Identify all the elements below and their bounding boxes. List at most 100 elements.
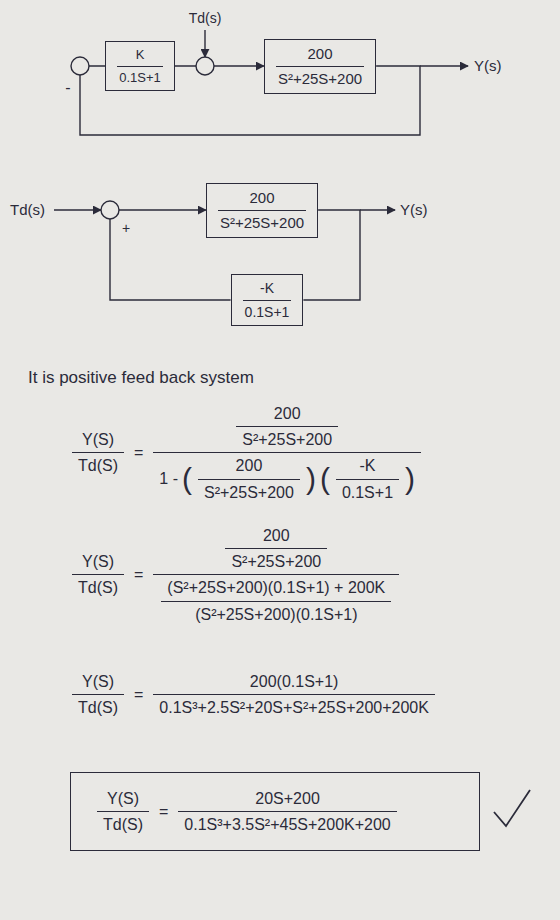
denominator: S²+25S+200 (225, 549, 327, 571)
denominator-text: S²+25S+200 (276, 67, 364, 88)
summing-junction (196, 57, 214, 75)
numerator: 200S²+25S+200 (153, 526, 399, 575)
fraction: Y(S) Td(S) (72, 672, 124, 717)
signal-name: Td(s) (10, 201, 45, 219)
equation-term: -K (359, 456, 375, 475)
fraction: Y(S) Td(S) (72, 552, 124, 597)
answer-box: Y(S) Td(S) = 20S+200 0.1S³+3.5S²+45S+200K+20… (70, 772, 480, 851)
equation-term: 200(0.1S+1) (250, 672, 339, 691)
equation-term: Y(S) (82, 552, 114, 571)
equation-term: 200 (236, 456, 263, 475)
denominator-text: 0.1S+1 (243, 301, 292, 321)
note-text: It is positive feed back system (28, 368, 254, 388)
denominator: Td(S) (72, 453, 124, 475)
signal-name: Y(s) (474, 57, 502, 75)
denominator: 0.1S+1 (336, 480, 399, 502)
equation-term: 0.1S³+3.5S²+45S+200K+200 (184, 815, 390, 834)
equation-term: Td(S) (78, 578, 118, 597)
numerator-text: 200 (218, 189, 306, 211)
denominator: 0.1S³+3.5S²+45S+200K+200 (178, 812, 396, 834)
equation-row: Y(S)Td(S)=200S²+25S+2001 -(200S²+25S+200… (70, 404, 423, 502)
plant-block: 200S²+25S+200 (264, 39, 376, 94)
numerator: Y(S) (72, 672, 124, 695)
bracket: ) (405, 464, 415, 494)
fraction: 20S+200 0.1S³+3.5S²+45S+200K+200 (178, 789, 396, 834)
numerator: (S²+25S+200)(0.1S+1) + 200K (161, 578, 391, 601)
equation-term: Y(S) (107, 789, 139, 808)
equation-term: Td(S) (78, 698, 118, 717)
denominator: S²+25S+200 (236, 427, 338, 449)
numerator: Y(S) (72, 430, 124, 453)
sign-mark: + (122, 220, 130, 237)
sign-mark: - (65, 78, 70, 97)
numerator: 200(0.1S+1) (153, 672, 435, 695)
equation-term: Td(S) (78, 456, 118, 475)
equation-term: Y(S) (82, 430, 114, 449)
equation-term: S²+25S+200 (242, 430, 332, 449)
denominator: Td(S) (97, 812, 149, 834)
equation-term: Y(S) (82, 672, 114, 691)
numerator-text: 200 (276, 45, 364, 67)
fraction: 200S²+25S+200 (198, 456, 300, 501)
fraction: (S²+25S+200)(0.1S+1) + 200K (S²+25S+200)(… (161, 578, 391, 623)
numerator-text: -K (243, 280, 292, 301)
denominator: Td(S) (72, 575, 124, 597)
fraction: Y(S) Td(S) (97, 789, 149, 834)
plant-block: 200S²+25S+200 (206, 183, 318, 238)
disturbance-arrow (204, 30, 205, 57)
fraction: -K 0.1S+1 (336, 456, 399, 501)
numerator: 200S²+25S+200 (153, 404, 421, 453)
equation-term: 1 - (159, 469, 178, 488)
denominator-text: S²+25S+200 (218, 211, 306, 232)
equation-term: = (134, 565, 143, 584)
numerator: 20S+200 (178, 789, 396, 812)
output-arrow (420, 65, 468, 66)
equation-term: = (134, 685, 143, 704)
numerator-text: K (117, 47, 163, 67)
equation-row: Y(S) Td(S) = 200S²+25S+200 (S²+25S+200)(0.1S… (70, 526, 401, 624)
signal-name: Y(s) (400, 201, 428, 219)
equation-term: 200 (274, 404, 301, 423)
disturbance-arrow (54, 209, 101, 210)
denominator: (S²+25S+200)(0.1S+1) (161, 602, 391, 624)
signal-name: Td(s) (189, 10, 222, 27)
equation-term: 20S+200 (255, 789, 320, 808)
equation-term: S²+25S+200 (204, 483, 294, 502)
numerator: 200 (225, 526, 327, 549)
numerator: -K (336, 456, 399, 479)
fraction: 200(0.1S+1) 0.1S³+2.5S²+20S+S²+25S+200+20… (153, 672, 435, 717)
denominator: Td(S) (72, 695, 124, 717)
fraction: 200S²+25S+200 (225, 526, 327, 571)
summing-junction (101, 201, 119, 219)
numerator: Y(S) (72, 552, 124, 575)
feedback-block: -K0.1S+1 (231, 274, 304, 327)
summing-junction (71, 57, 89, 75)
numerator: 200 (198, 456, 300, 479)
check-mark (494, 790, 530, 826)
denominator: 1 -(200S²+25S+200)(-K0.1S+1) (153, 453, 421, 501)
signal-line (175, 65, 264, 66)
fraction: 200S²+25S+2001 -(200S²+25S+200)(-K0.1S+1… (153, 404, 421, 502)
equation-term: S²+25S+200 (231, 552, 321, 571)
equation-term: (S²+25S+200)(0.1S+1) + 200K (167, 578, 385, 597)
equation-term: = (134, 443, 143, 462)
bracket: ( (320, 464, 330, 494)
equation-term: Td(S) (103, 815, 143, 834)
denominator: (S²+25S+200)(0.1S+1) + 200K (S²+25S+200)(… (153, 575, 399, 623)
equation-row: Y(S) Td(S) = 200(0.1S+1) 0.1S³+2.5S²+20S+S²+… (70, 672, 437, 717)
controller-block: K0.1S+1 (105, 41, 175, 91)
denominator: S²+25S+200 (198, 480, 300, 502)
fraction: 200S²+25S+200 (S²+25S+200)(0.1S+1) + 200K… (153, 526, 399, 624)
numerator: 200 (236, 404, 338, 427)
bracket: ( (182, 464, 192, 494)
fraction: Y(S) Td(S) (72, 430, 124, 475)
numerator: Y(S) (97, 789, 149, 812)
equation-term: 0.1S+1 (342, 483, 393, 502)
equation-term: = (159, 802, 168, 821)
denominator-text: 0.1S+1 (117, 67, 163, 86)
equation-term: 200 (263, 526, 290, 545)
equation-term: 0.1S³+2.5S²+20S+S²+25S+200+200K (159, 698, 429, 717)
fraction: 200S²+25S+200 (236, 404, 338, 449)
